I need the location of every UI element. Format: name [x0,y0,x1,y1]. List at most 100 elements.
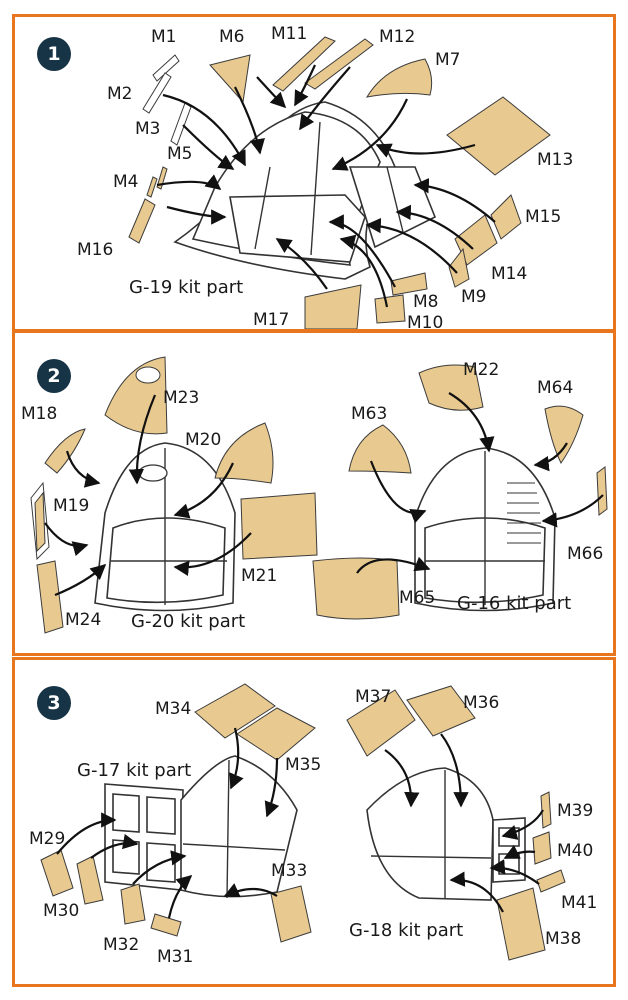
mask-m10 [374,294,406,324]
kit-part-g20: G-20 kit part [131,611,245,632]
step-3-diagram: M29 M30 M31 M32 M33 M34 M35 M36 M37 M38 … [29,683,597,967]
kit-part-g18: G-18 kit part [349,920,463,941]
label-m33: M33 [271,861,307,881]
mask-m3 [170,102,192,146]
mask-m41 [536,869,566,893]
g18-canopy-frame [366,767,526,901]
label-m29: M29 [29,829,65,849]
step-2-diagram: M18 M19 M20 M21 M22 M23 M24 M63 M64 M65 … [21,356,608,634]
label-m41: M41 [561,893,597,913]
mask-m1 [152,54,180,82]
mask-m4 [146,176,158,198]
mask-m20 [214,422,274,484]
label-m39: M39 [557,801,593,821]
mask-m17 [304,284,362,329]
mask-m34 [194,683,276,739]
mask-m24 [36,560,64,634]
mask-m39 [540,791,552,829]
label-m63: M63 [351,404,387,424]
label-m24: M24 [65,610,101,630]
mask-m22 [418,364,484,411]
label-m15: M15 [525,207,561,227]
mask-m15 [490,194,522,240]
mask-m13 [446,96,551,176]
label-m9: M9 [461,287,486,307]
label-m34: M34 [155,699,191,719]
label-m8: M8 [413,292,438,312]
g17-canopy-frame [104,755,298,899]
label-m36: M36 [463,693,499,713]
mask-m30 [76,855,104,905]
label-m6: M6 [219,27,244,47]
label-m38: M38 [545,929,581,949]
mask-m14b [448,247,470,288]
label-m32: M32 [103,935,139,955]
label-m16: M16 [77,240,113,260]
mask-m12 [304,38,374,90]
mask-m18 [44,428,86,474]
mask-m29 [40,849,74,897]
label-m37: M37 [355,687,391,707]
mask-m66 [596,466,608,516]
mask-m63 [348,424,412,474]
label-m21: M21 [241,566,277,586]
mask-m21 [240,492,318,560]
g16-canopy-frame [414,447,556,612]
mask-m32 [120,883,146,925]
mask-m31 [150,913,182,937]
label-m4: M4 [113,172,138,192]
label-m2: M2 [107,84,132,104]
step-1-arrows [156,64,496,308]
mask-m40 [532,831,552,865]
mask-m19b [34,491,46,553]
label-m10: M10 [407,313,443,329]
label-m64: M64 [537,378,573,398]
step-2-arrows [44,392,604,597]
label-m5: M5 [167,144,192,164]
label-m23: M23 [163,388,199,408]
mask-m11 [272,36,336,92]
mask-m16 [128,198,156,244]
step-1-badge: 1 [37,37,71,71]
mask-m7 [366,58,433,98]
kit-part-g16: G-16 kit part [457,593,571,614]
kit-part-g19: G-19 kit part [129,277,243,298]
mask-m2 [142,72,172,114]
label-m11: M11 [271,24,307,44]
label-m18: M18 [21,404,57,424]
step-2-panel: 2 [12,330,616,656]
step-2-badge: 2 [37,359,71,393]
label-m66: M66 [567,544,603,564]
mask-m37 [346,689,416,757]
mask-m64 [544,405,584,464]
mask-m38 [496,887,546,961]
step-1-panel: 1 [12,14,616,332]
label-m40: M40 [557,841,593,861]
mask-m35 [236,707,316,761]
label-m31: M31 [157,947,193,967]
label-m13: M13 [537,150,573,170]
mask-m36 [406,685,476,737]
mask-m6 [209,54,251,104]
label-m3: M3 [135,119,160,139]
label-m65: M65 [399,588,435,608]
step-3-panel: 3 [12,657,616,987]
label-m20: M20 [185,430,221,450]
label-m35: M35 [285,755,321,775]
label-m22: M22 [463,360,499,380]
mask-m33 [270,885,312,943]
mask-m65 [312,557,400,620]
label-m1: M1 [151,27,176,47]
step-1-diagram: M1 M2 M3 M4 M5 M6 M7 M8 M9 M10 M11 M12 M… [77,24,573,329]
step-3-arrows [56,727,544,919]
label-m12: M12 [379,27,415,47]
step-3-badge: 3 [37,686,71,720]
mask-m23 [104,356,168,435]
label-m7: M7 [435,50,460,70]
g20-canopy-frame [94,442,236,612]
g19-canopy-frame [173,101,437,280]
label-m19: M19 [53,496,89,516]
kit-part-g17: G-17 kit part [77,760,191,781]
label-m30: M30 [43,901,79,921]
mask-m8 [390,272,428,296]
